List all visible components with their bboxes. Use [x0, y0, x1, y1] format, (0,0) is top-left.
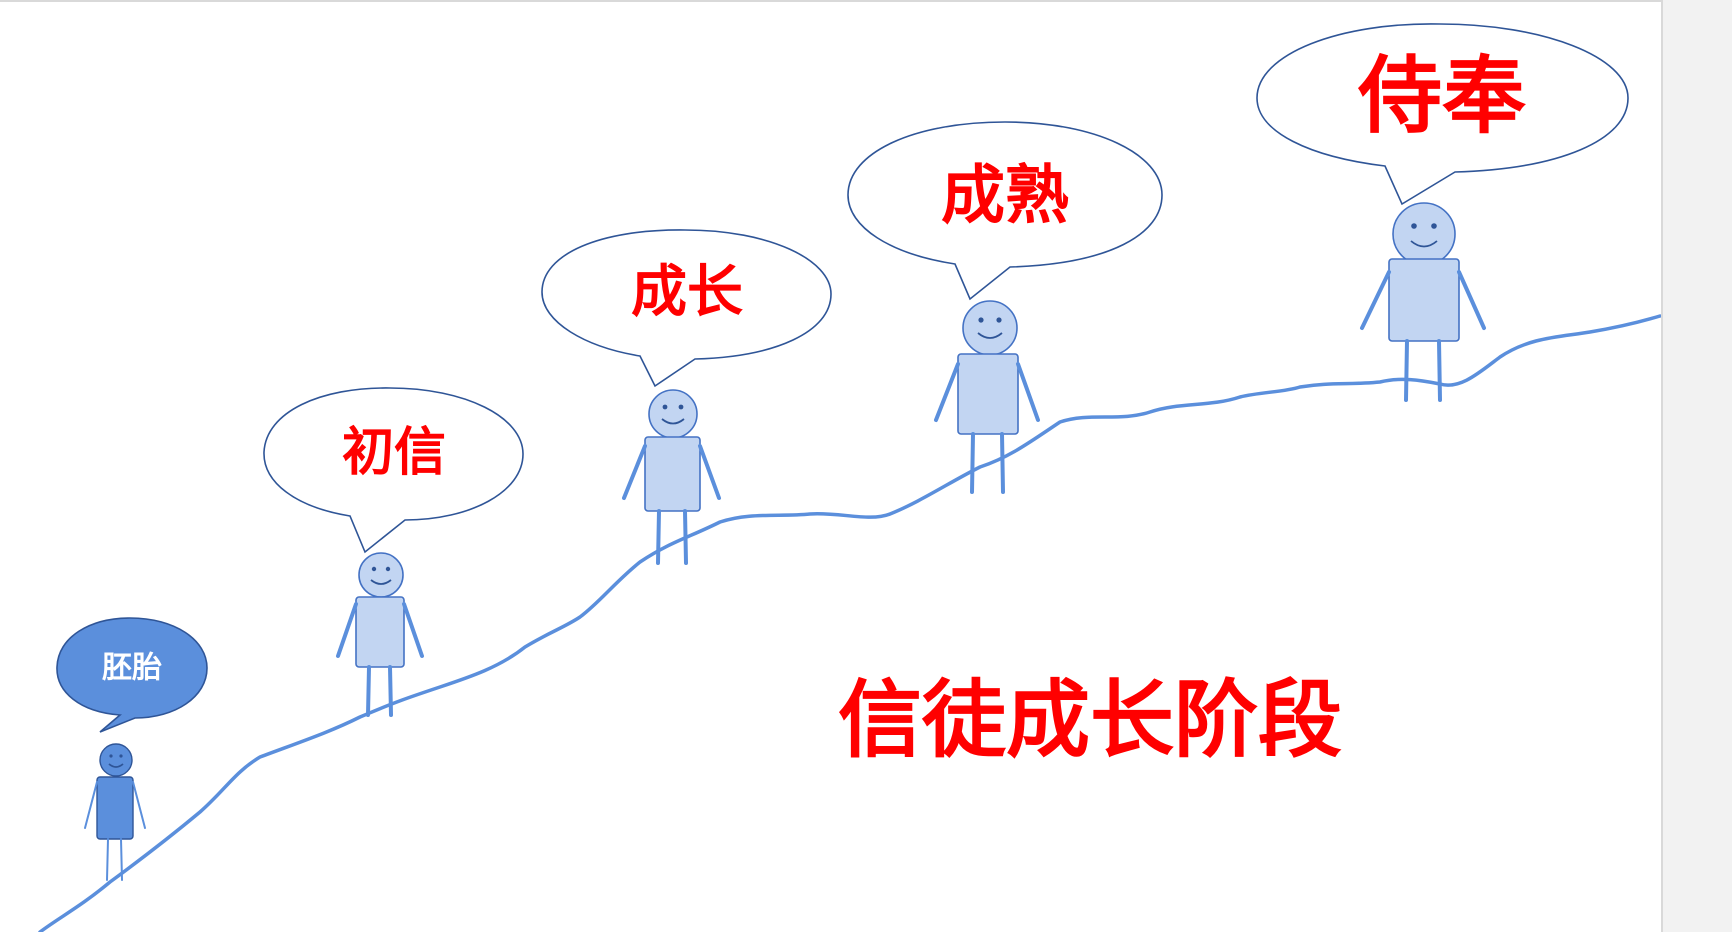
window-gutter — [1663, 0, 1732, 932]
figure-head-initial-faith — [358, 552, 404, 598]
figure-arm-left — [934, 362, 960, 422]
figure-arm-left — [336, 602, 358, 658]
speech-bubble-growth — [541, 229, 832, 388]
eye-icon — [385, 566, 391, 572]
figure-arm-left — [622, 444, 647, 500]
figure-body-mature — [957, 353, 1019, 435]
figure-arm-left — [84, 781, 98, 829]
figure-arm-right — [698, 444, 721, 500]
eye-icon — [978, 317, 984, 323]
diagram-title: 信徒成长阶段 — [838, 671, 1342, 769]
smile-icon — [977, 332, 1003, 339]
figure-leg-right — [1000, 432, 1005, 494]
figure-arm-right — [1457, 270, 1486, 330]
stage-label-initial-faith: 初信 — [342, 423, 446, 483]
eye-icon — [662, 404, 668, 410]
stage-label-mature: 成熟 — [941, 160, 1069, 234]
eye-icon — [371, 566, 377, 572]
eye-icon — [119, 754, 123, 758]
figure-head-serve — [1392, 202, 1456, 266]
stage-label-embryo: 胚胎 — [102, 651, 162, 686]
growth-path-line — [38, 314, 1661, 932]
stage-label-growth: 成长 — [631, 260, 743, 325]
stage-embryo: 胚胎 — [56, 617, 208, 881]
smile-icon — [370, 579, 392, 585]
figure-leg-left — [656, 509, 661, 565]
eye-icon — [109, 754, 113, 758]
smile-icon — [661, 418, 685, 425]
stage-serve: 侍奉 — [1256, 23, 1629, 402]
eye-icon — [678, 404, 684, 410]
speech-bubble-initial-faith — [263, 387, 524, 554]
figure-head-mature — [962, 300, 1018, 356]
speech-bubble-serve — [1256, 23, 1629, 206]
smile-icon — [1410, 240, 1438, 248]
figure-arm-right — [402, 602, 424, 658]
eye-icon — [1431, 223, 1437, 229]
figure-leg-left — [106, 838, 109, 881]
figure-body-growth — [644, 436, 701, 512]
figure-leg-left — [366, 665, 371, 717]
figure-leg-right — [388, 665, 393, 717]
figure-leg-left — [970, 432, 975, 494]
figure-body-initial-faith — [355, 596, 405, 668]
figure-arm-right — [132, 781, 146, 829]
stage-label-serve: 侍奉 — [1357, 47, 1526, 145]
eye-icon — [996, 317, 1002, 323]
diagram-slide: 胚胎 初信 成长 — [0, 0, 1663, 932]
speech-bubble-mature — [847, 121, 1163, 301]
figure-leg-right — [1437, 339, 1442, 402]
figure-head-embryo — [99, 743, 133, 777]
figure-arm-right — [1016, 362, 1040, 422]
figure-body-embryo — [96, 776, 134, 840]
smile-icon — [108, 763, 124, 768]
stage-initial-faith: 初信 — [263, 387, 524, 717]
figure-arm-left — [1360, 270, 1391, 330]
stage-growth: 成长 — [541, 229, 832, 565]
stage-diagram-svg: 胚胎 初信 成长 — [38, 23, 1661, 932]
stage-mature: 成熟 — [847, 121, 1163, 494]
figure-leg-left — [1404, 339, 1409, 402]
figure-leg-right — [120, 838, 123, 881]
figure-body-serve — [1388, 258, 1460, 342]
figure-leg-right — [683, 509, 688, 565]
eye-icon — [1411, 223, 1417, 229]
speech-bubble-embryo — [56, 617, 208, 733]
figure-head-growth — [648, 389, 698, 439]
